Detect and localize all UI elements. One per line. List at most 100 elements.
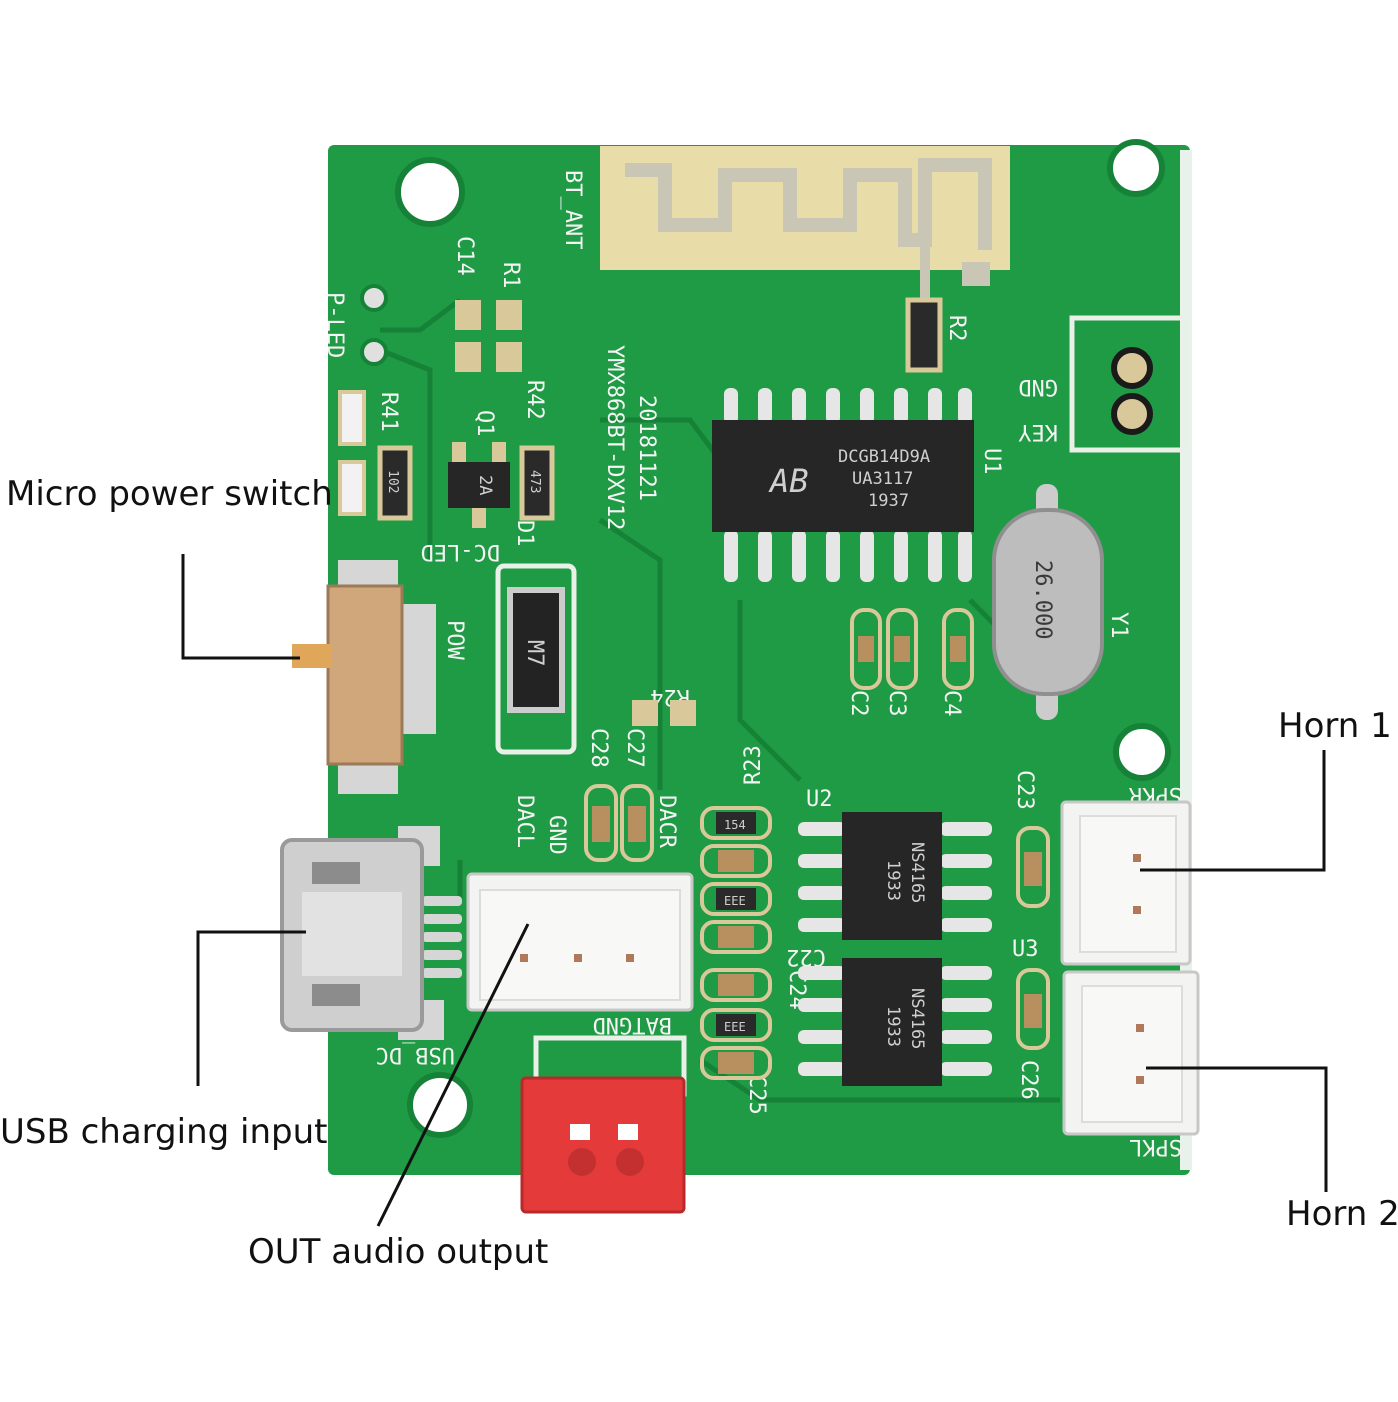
key-pad-gnd <box>1111 347 1153 389</box>
callout-horn-2: Horn 2 <box>1286 1194 1398 1234</box>
y1-marking: 26.000 <box>1030 560 1055 639</box>
label-bt-ant: BT_ANT <box>560 170 585 249</box>
r2-resistor <box>905 297 943 373</box>
label-q1: Q1 <box>472 410 497 437</box>
label-date-code: 20181121 <box>634 395 659 501</box>
r41-resistor <box>377 445 413 521</box>
u1-logo: AB <box>768 462 809 500</box>
q1-pin-2 <box>492 442 506 462</box>
usb-port-slot-top <box>312 862 360 884</box>
usb-pins <box>422 896 462 978</box>
dac-pin-2 <box>574 954 582 962</box>
label-board-model: YMX868BT-DXV12 <box>602 345 627 530</box>
c26-body <box>1024 994 1042 1028</box>
leader-micro-power-switch <box>181 554 300 660</box>
d1-diode <box>507 587 565 713</box>
r42-resistor <box>519 445 555 521</box>
label-r1: R1 <box>498 262 523 289</box>
c14-pad-bottom <box>455 342 481 372</box>
label-c22: C22 <box>786 944 826 969</box>
pow-switch-pads-bottom <box>338 760 398 794</box>
label-c3: C3 <box>884 690 909 717</box>
usb-port-slot-bottom <box>312 984 360 1006</box>
u2-marking-line1: NS4165 <box>907 842 927 903</box>
label-usb-dc: USB_DC <box>376 1042 455 1067</box>
res-154-marking: 154 <box>724 818 746 832</box>
battery-connector-red[interactable] <box>520 1076 686 1214</box>
u3-pins <box>798 966 992 1076</box>
label-y1: Y1 <box>1106 612 1131 639</box>
label-gnd: GND <box>544 815 569 855</box>
c27-cap <box>620 784 654 862</box>
label-key: KEY <box>1018 419 1058 444</box>
label-c27: C27 <box>622 728 647 768</box>
pow-switch-lever[interactable] <box>292 644 332 668</box>
mounting-hole-top-right <box>1107 139 1165 197</box>
q1-transistor <box>448 462 510 508</box>
u1-pins-bottom <box>724 530 972 582</box>
q1-marking: 2A <box>475 475 495 495</box>
label-r41: R41 <box>376 392 401 432</box>
u3-marking-line2: 1933 <box>883 1006 903 1047</box>
u1-marking-line2: UA3117 <box>852 469 913 489</box>
label-batgnd: BATGND <box>593 1012 672 1037</box>
r41-marking: 102 <box>385 470 400 493</box>
label-c2: C2 <box>846 690 871 717</box>
led-bottom <box>338 460 366 516</box>
label-r2: R2 <box>944 315 969 342</box>
bt-antenna-trace <box>625 158 992 250</box>
capacitors-c2-c4 <box>850 608 974 690</box>
u3-marking-line1: NS4165 <box>907 988 927 1049</box>
label-c4: C4 <box>939 690 964 717</box>
callout-micro-power-switch: Micro power switch <box>6 474 333 514</box>
mounting-hole-top-left <box>395 157 465 227</box>
r1-pad-bottom <box>496 342 522 372</box>
dac-pin-1 <box>520 954 528 962</box>
label-gnd-key: GND <box>1018 374 1058 399</box>
label-r23: R23 <box>741 745 766 785</box>
battery-hole-1 <box>568 1148 596 1176</box>
label-spkl: SPKL <box>1129 1134 1182 1159</box>
r42-marking: 473 <box>527 470 542 493</box>
label-dacr: DACR <box>654 795 679 849</box>
res-eee-marking-2: EEE <box>724 1020 746 1034</box>
led-top <box>338 390 366 446</box>
key-connector-outline <box>1069 315 1187 453</box>
spkl-connector-inner <box>1081 985 1183 1123</box>
res-eee-marking-1: EEE <box>724 894 746 908</box>
dac-pin-3 <box>626 954 634 962</box>
spkl-pin-1 <box>1136 1024 1144 1032</box>
p-led-pad-2 <box>360 338 388 366</box>
spkl-pin-2 <box>1136 1076 1144 1084</box>
u3-chip <box>842 958 942 1086</box>
u1-marking-line3: 1937 <box>868 491 909 511</box>
label-c14: C14 <box>452 236 477 276</box>
label-r42: R42 <box>522 380 547 420</box>
c23-body <box>1024 852 1042 886</box>
c28-cap <box>584 784 618 862</box>
spkr-connector-inner <box>1079 815 1177 953</box>
pow-switch-body <box>326 584 404 766</box>
leader-out-audio-output <box>376 923 530 1227</box>
u2-marking-line2: 1933 <box>883 860 903 901</box>
label-u3: U3 <box>1012 937 1039 962</box>
bt-antenna-pad <box>962 262 990 286</box>
label-u2: U2 <box>806 787 833 812</box>
c26-cap <box>1016 968 1050 1050</box>
spkr-pin-1 <box>1133 854 1141 862</box>
label-c23: C23 <box>1012 770 1037 810</box>
c14-pad-top <box>455 300 481 330</box>
r24-pad-1 <box>632 700 658 726</box>
pow-switch-side-pins <box>400 604 436 734</box>
y1-crystal <box>992 508 1104 696</box>
callout-out-audio-output: OUT audio output <box>248 1232 549 1272</box>
c28-body <box>592 806 610 842</box>
usb-port-inner <box>302 892 402 976</box>
mounting-hole-bottom-left <box>407 1072 473 1138</box>
spkr-pin-2 <box>1133 906 1141 914</box>
u2-pins <box>798 822 992 932</box>
u2-chip <box>842 812 942 940</box>
q1-pin-3 <box>472 508 486 528</box>
label-c26: C26 <box>1016 1060 1041 1100</box>
